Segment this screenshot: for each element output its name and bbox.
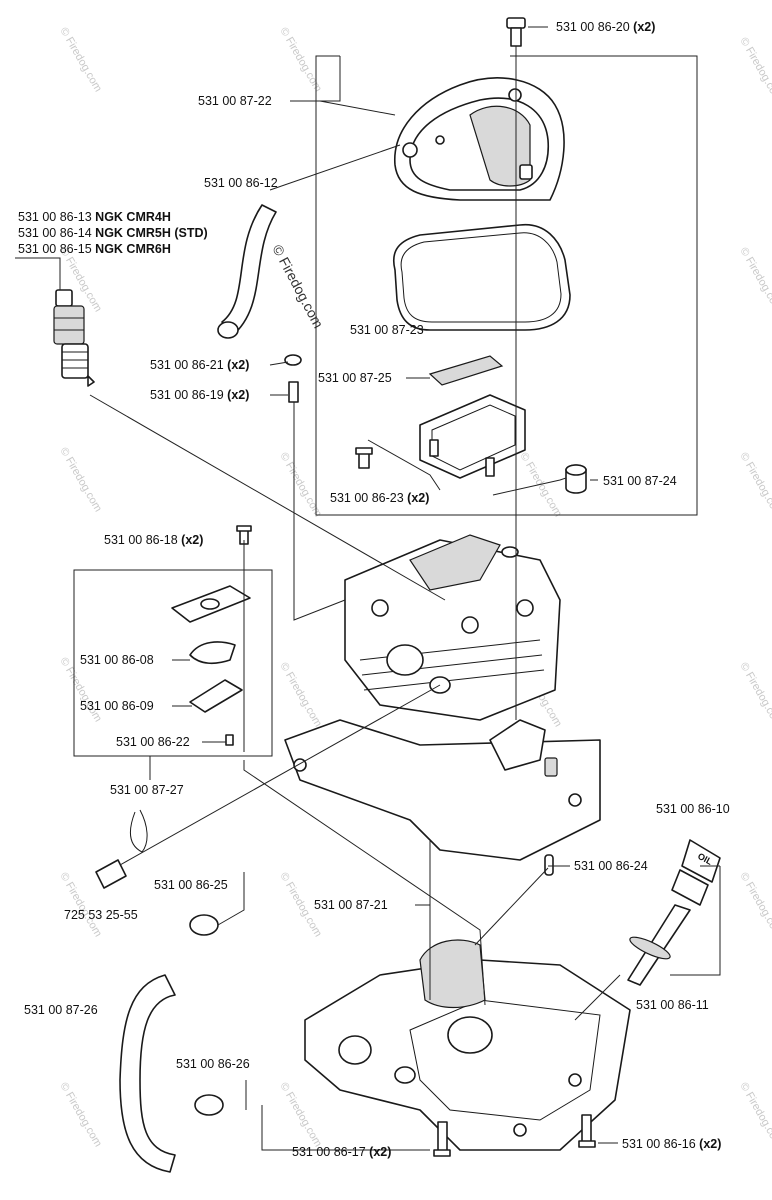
callout-label: 531 00 86-18 (x2) bbox=[104, 533, 203, 547]
spark-plug-option: 531 00 86-14 NGK CMR5H (STD) bbox=[18, 226, 208, 240]
watermark: © Firedog.com bbox=[737, 246, 772, 315]
callout-label: 531 00 86-16 (x2) bbox=[622, 1137, 721, 1151]
callout-label: 531 00 86-26 bbox=[176, 1057, 250, 1071]
spark-plug bbox=[53, 289, 95, 387]
watermark: © Firedog.com bbox=[57, 26, 104, 95]
crankcase bbox=[304, 854, 631, 1157]
callout-labels: 531 00 86-20 (x2) 531 00 87-22 531 00 86… bbox=[18, 20, 730, 1159]
callout-label: 531 00 86-23 (x2) bbox=[330, 491, 429, 505]
leader-lines bbox=[15, 26, 720, 1151]
callout-label: 531 00 87-24 bbox=[603, 474, 677, 488]
oil-cap: OIL bbox=[627, 839, 721, 986]
callout-label: 725 53 25-55 bbox=[64, 908, 138, 922]
cover-group-frame bbox=[315, 55, 698, 516]
callout-label: 531 00 87-26 bbox=[24, 1003, 98, 1017]
callout-label: 531 00 86-19 (x2) bbox=[150, 388, 249, 402]
watermark: © Firedog.com bbox=[737, 451, 772, 520]
watermark: © Firedog.com bbox=[277, 451, 324, 520]
callout-label: 531 00 86-09 bbox=[80, 699, 154, 713]
watermark-center: © Firedog.com bbox=[269, 242, 326, 331]
spark-plug-option: 531 00 86-15 NGK CMR6H bbox=[18, 242, 171, 256]
watermark: © Firedog.com bbox=[57, 1081, 104, 1150]
group-frames bbox=[73, 55, 721, 976]
oil-cap-group-frame bbox=[670, 866, 721, 976]
callout-label: 531 00 87-25 bbox=[318, 371, 392, 385]
breather-parts bbox=[171, 525, 252, 746]
cover-bolt bbox=[506, 17, 526, 47]
callout-label: 531 00 86-08 bbox=[80, 653, 154, 667]
watermark: © Firedog.com bbox=[737, 1081, 772, 1150]
callout-label: 531 00 86-20 (x2) bbox=[556, 20, 655, 34]
callout-label: 531 00 86-17 (x2) bbox=[292, 1145, 391, 1159]
callout-label: 531 00 86-10 bbox=[656, 802, 730, 816]
watermark: © Firedog.com bbox=[57, 446, 104, 515]
watermark: © Firedog.com bbox=[737, 661, 772, 730]
fuel-hose-upper bbox=[217, 204, 277, 339]
watermark: © Firedog.com bbox=[737, 36, 772, 105]
callout-label: 531 00 87-21 bbox=[314, 898, 388, 912]
callout-label: 531 00 87-27 bbox=[110, 783, 184, 797]
callout-label: 531 00 86-12 bbox=[204, 176, 278, 190]
callout-label: 531 00 86-11 bbox=[636, 998, 709, 1012]
breather-group-frame bbox=[73, 569, 273, 757]
watermark: © Firedog.com bbox=[277, 26, 324, 95]
watermark: © Firedog.com bbox=[277, 1081, 324, 1150]
callout-label: 531 00 87-22 bbox=[198, 94, 272, 108]
callout-label: 531 00 86-22 bbox=[116, 735, 190, 749]
watermark: © Firedog.com bbox=[737, 871, 772, 940]
cylinder-cover bbox=[394, 77, 565, 201]
callout-label: 531 00 86-21 (x2) bbox=[150, 358, 249, 372]
cover-small-parts bbox=[284, 354, 587, 494]
watermark: © Firedog.com bbox=[57, 871, 104, 940]
cylinder-block bbox=[284, 534, 601, 861]
lower-parts bbox=[95, 809, 224, 1173]
watermark: © Firedog.com bbox=[277, 661, 324, 730]
spark-plug-option: 531 00 86-13 NGK CMR4H bbox=[18, 210, 171, 224]
callout-label: 531 00 86-24 bbox=[574, 859, 648, 873]
callout-label: 531 00 86-25 bbox=[154, 878, 228, 892]
cover-gasket bbox=[393, 223, 571, 331]
callout-label: 531 00 87-23 bbox=[350, 323, 424, 337]
